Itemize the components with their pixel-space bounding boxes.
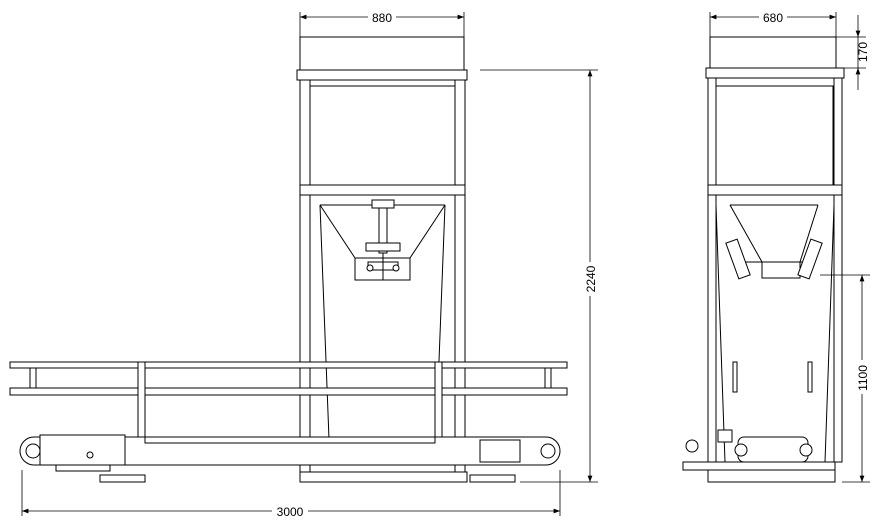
dimension-170: 170 — [836, 15, 870, 90]
top-box-height-label: 170 — [856, 42, 870, 62]
discharge-height-label: 1100 — [856, 365, 870, 391]
side-view — [682, 36, 845, 483]
dimension-3000: 3000 — [21, 470, 561, 519]
tail-roller — [540, 443, 556, 459]
front-left-column — [299, 79, 311, 473]
front-view — [9, 36, 568, 483]
dimension-2240: 2240 — [480, 69, 598, 483]
dimension-1100: 1100 — [820, 274, 871, 483]
length-label: 3000 — [277, 505, 304, 519]
height-label: 2240 — [584, 265, 598, 292]
front-top-hopper — [299, 36, 465, 71]
belt-conveyor — [19, 434, 561, 483]
side-width-label: 680 — [763, 11, 783, 25]
front-top-beam — [296, 69, 468, 81]
front-crossbar — [299, 184, 466, 196]
front-weigh-box — [309, 85, 456, 186]
dimension-680: 680 — [709, 10, 837, 37]
bag-clamp-mechanism — [365, 199, 401, 280]
width-label: 880 — [372, 11, 392, 25]
dimension-880: 880 — [299, 10, 465, 37]
drive-roller — [25, 443, 41, 459]
front-right-column — [454, 79, 466, 473]
front-base — [299, 471, 468, 483]
